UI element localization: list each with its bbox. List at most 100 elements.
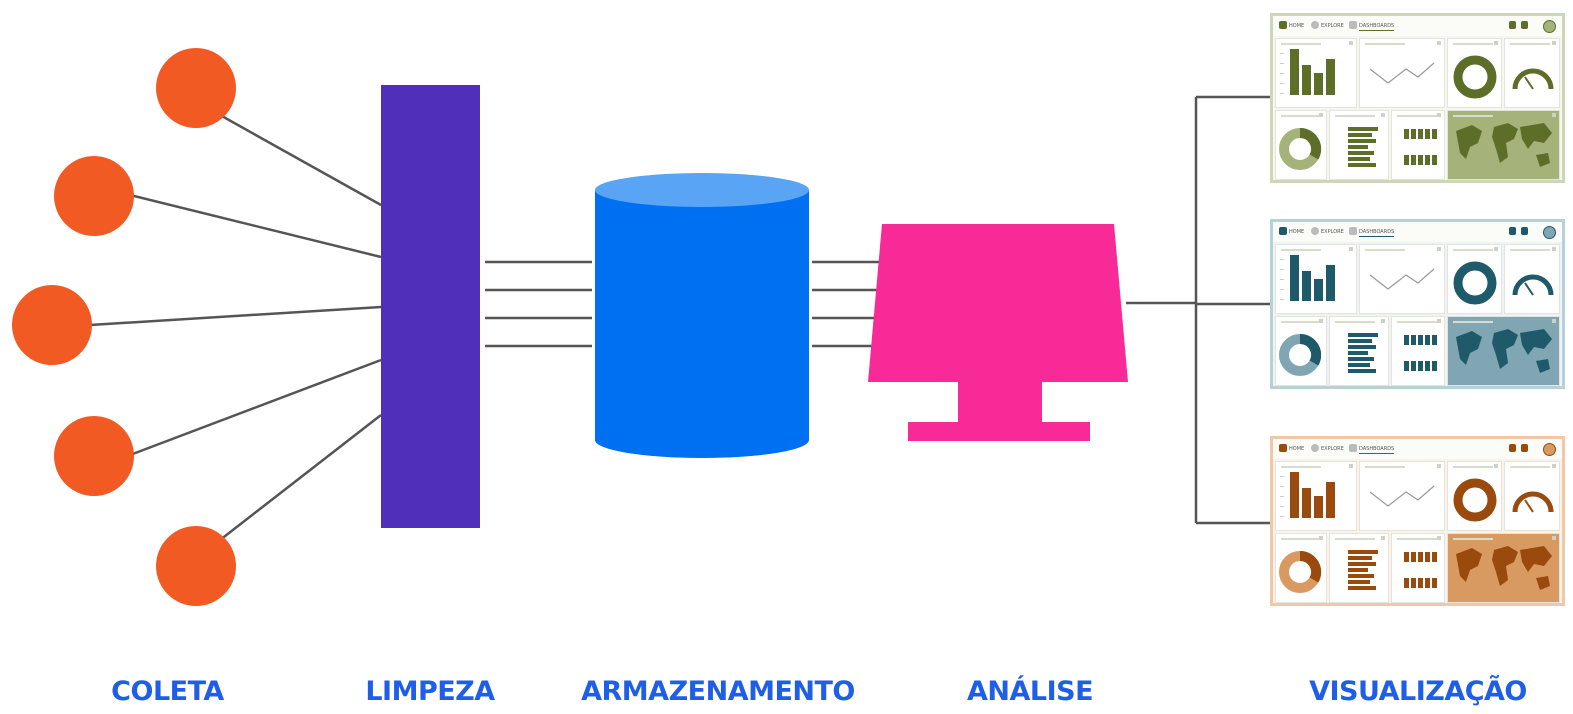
nav-explore: EXPLORE (1321, 446, 1344, 452)
axis-tick (1280, 279, 1284, 280)
panel-header-line (1510, 466, 1550, 468)
panel-kpi (1391, 316, 1445, 386)
kpi-mark (1432, 361, 1437, 371)
panel-header-line (1335, 115, 1375, 117)
panel-pie (1275, 110, 1327, 180)
close-icon (1552, 41, 1556, 45)
kpi-mark (1425, 552, 1430, 562)
bar-mark (1314, 279, 1323, 301)
panel-gauge (1504, 38, 1560, 108)
kpi-mark (1432, 129, 1437, 139)
line-chart-icon (1369, 268, 1435, 290)
avatar-icon (1543, 20, 1556, 33)
nav-home: HOME (1289, 446, 1305, 452)
dashboards-icon (1349, 21, 1357, 29)
home-icon (1279, 227, 1287, 235)
panel-header-line (1453, 43, 1493, 45)
nav-explore: EXPLORE (1321, 229, 1344, 235)
explore-icon (1311, 227, 1319, 235)
hbar-mark (1348, 333, 1378, 337)
close-icon (1437, 41, 1441, 45)
panel-header-line (1510, 43, 1550, 45)
hbar-mark (1348, 145, 1368, 149)
stage-label-coleta: COLETA (111, 676, 224, 707)
source-circle-icon (156, 526, 236, 606)
kpi-mark (1411, 552, 1416, 562)
axis-tick (1280, 486, 1284, 487)
kpi-mark (1404, 361, 1409, 371)
panel-donut (1447, 244, 1502, 314)
kpi-mark (1418, 129, 1423, 139)
hbar-mark (1348, 363, 1370, 367)
kpi-mark (1404, 335, 1409, 345)
panel-kpi (1391, 533, 1445, 603)
axis-tick (1280, 73, 1284, 74)
nav-home: HOME (1289, 229, 1305, 235)
dashboards-icon (1349, 227, 1357, 235)
kpi-mark (1425, 578, 1430, 588)
kpi-mark (1432, 155, 1437, 165)
panel-header-line (1453, 321, 1493, 323)
panel-pie (1275, 533, 1327, 603)
axis-tick (1280, 496, 1284, 497)
dashboards-icon (1349, 444, 1357, 452)
hbar-mark (1348, 151, 1374, 155)
panel-map (1447, 533, 1560, 603)
panel-header-line (1397, 321, 1437, 323)
user-icon (1521, 227, 1528, 235)
panel-bar-chart (1275, 38, 1357, 108)
line-chart-icon (1369, 62, 1435, 84)
panel-header-line (1453, 249, 1493, 251)
kpi-mark (1418, 578, 1423, 588)
bar-mark (1326, 265, 1335, 301)
close-icon (1437, 464, 1441, 468)
close-icon (1552, 464, 1556, 468)
visualization-connectors (1126, 95, 1270, 525)
close-icon (1552, 247, 1556, 251)
connector-source-3 (89, 305, 382, 327)
bar-mark (1302, 65, 1311, 95)
world-map-icon (1456, 329, 1552, 373)
kpi-mark (1411, 155, 1416, 165)
connector-source-4 (129, 358, 382, 457)
axis-tick (1280, 299, 1284, 300)
world-map-icon (1456, 546, 1552, 590)
hbar-mark (1348, 580, 1370, 584)
donut-icon (1453, 478, 1497, 522)
kpi-mark (1425, 361, 1430, 371)
axis-tick (1280, 53, 1284, 54)
bar-mark (1314, 496, 1323, 518)
close-icon (1319, 536, 1323, 540)
bar-mark (1290, 472, 1299, 518)
panel-map (1447, 110, 1560, 180)
kpi-mark (1418, 552, 1423, 562)
panel-gauge (1504, 461, 1560, 531)
world-map-icon (1456, 123, 1552, 167)
source-circle-icon (12, 285, 92, 365)
panel-header-line (1335, 538, 1375, 540)
close-icon (1319, 319, 1323, 323)
data-sources (12, 48, 236, 606)
panel-bar-chart (1275, 244, 1357, 314)
panel-header-line (1510, 249, 1550, 251)
panel-line-chart (1359, 38, 1445, 108)
panel-pie (1275, 316, 1327, 386)
hbar-mark (1348, 369, 1376, 373)
bar-mark (1326, 59, 1335, 95)
monitor-icon (868, 224, 1128, 441)
pie-icon (1279, 333, 1322, 376)
stage-label-limpeza: LIMPEZA (365, 676, 495, 707)
panel-header-line (1365, 466, 1405, 468)
hbar-mark (1348, 586, 1376, 590)
cleaning-bar (381, 85, 480, 528)
source-circle-icon (156, 48, 236, 128)
kpi-mark (1418, 335, 1423, 345)
kpi-mark (1411, 129, 1416, 139)
explore-icon (1311, 21, 1319, 29)
users-icon (1509, 21, 1516, 29)
axis-tick (1280, 259, 1284, 260)
